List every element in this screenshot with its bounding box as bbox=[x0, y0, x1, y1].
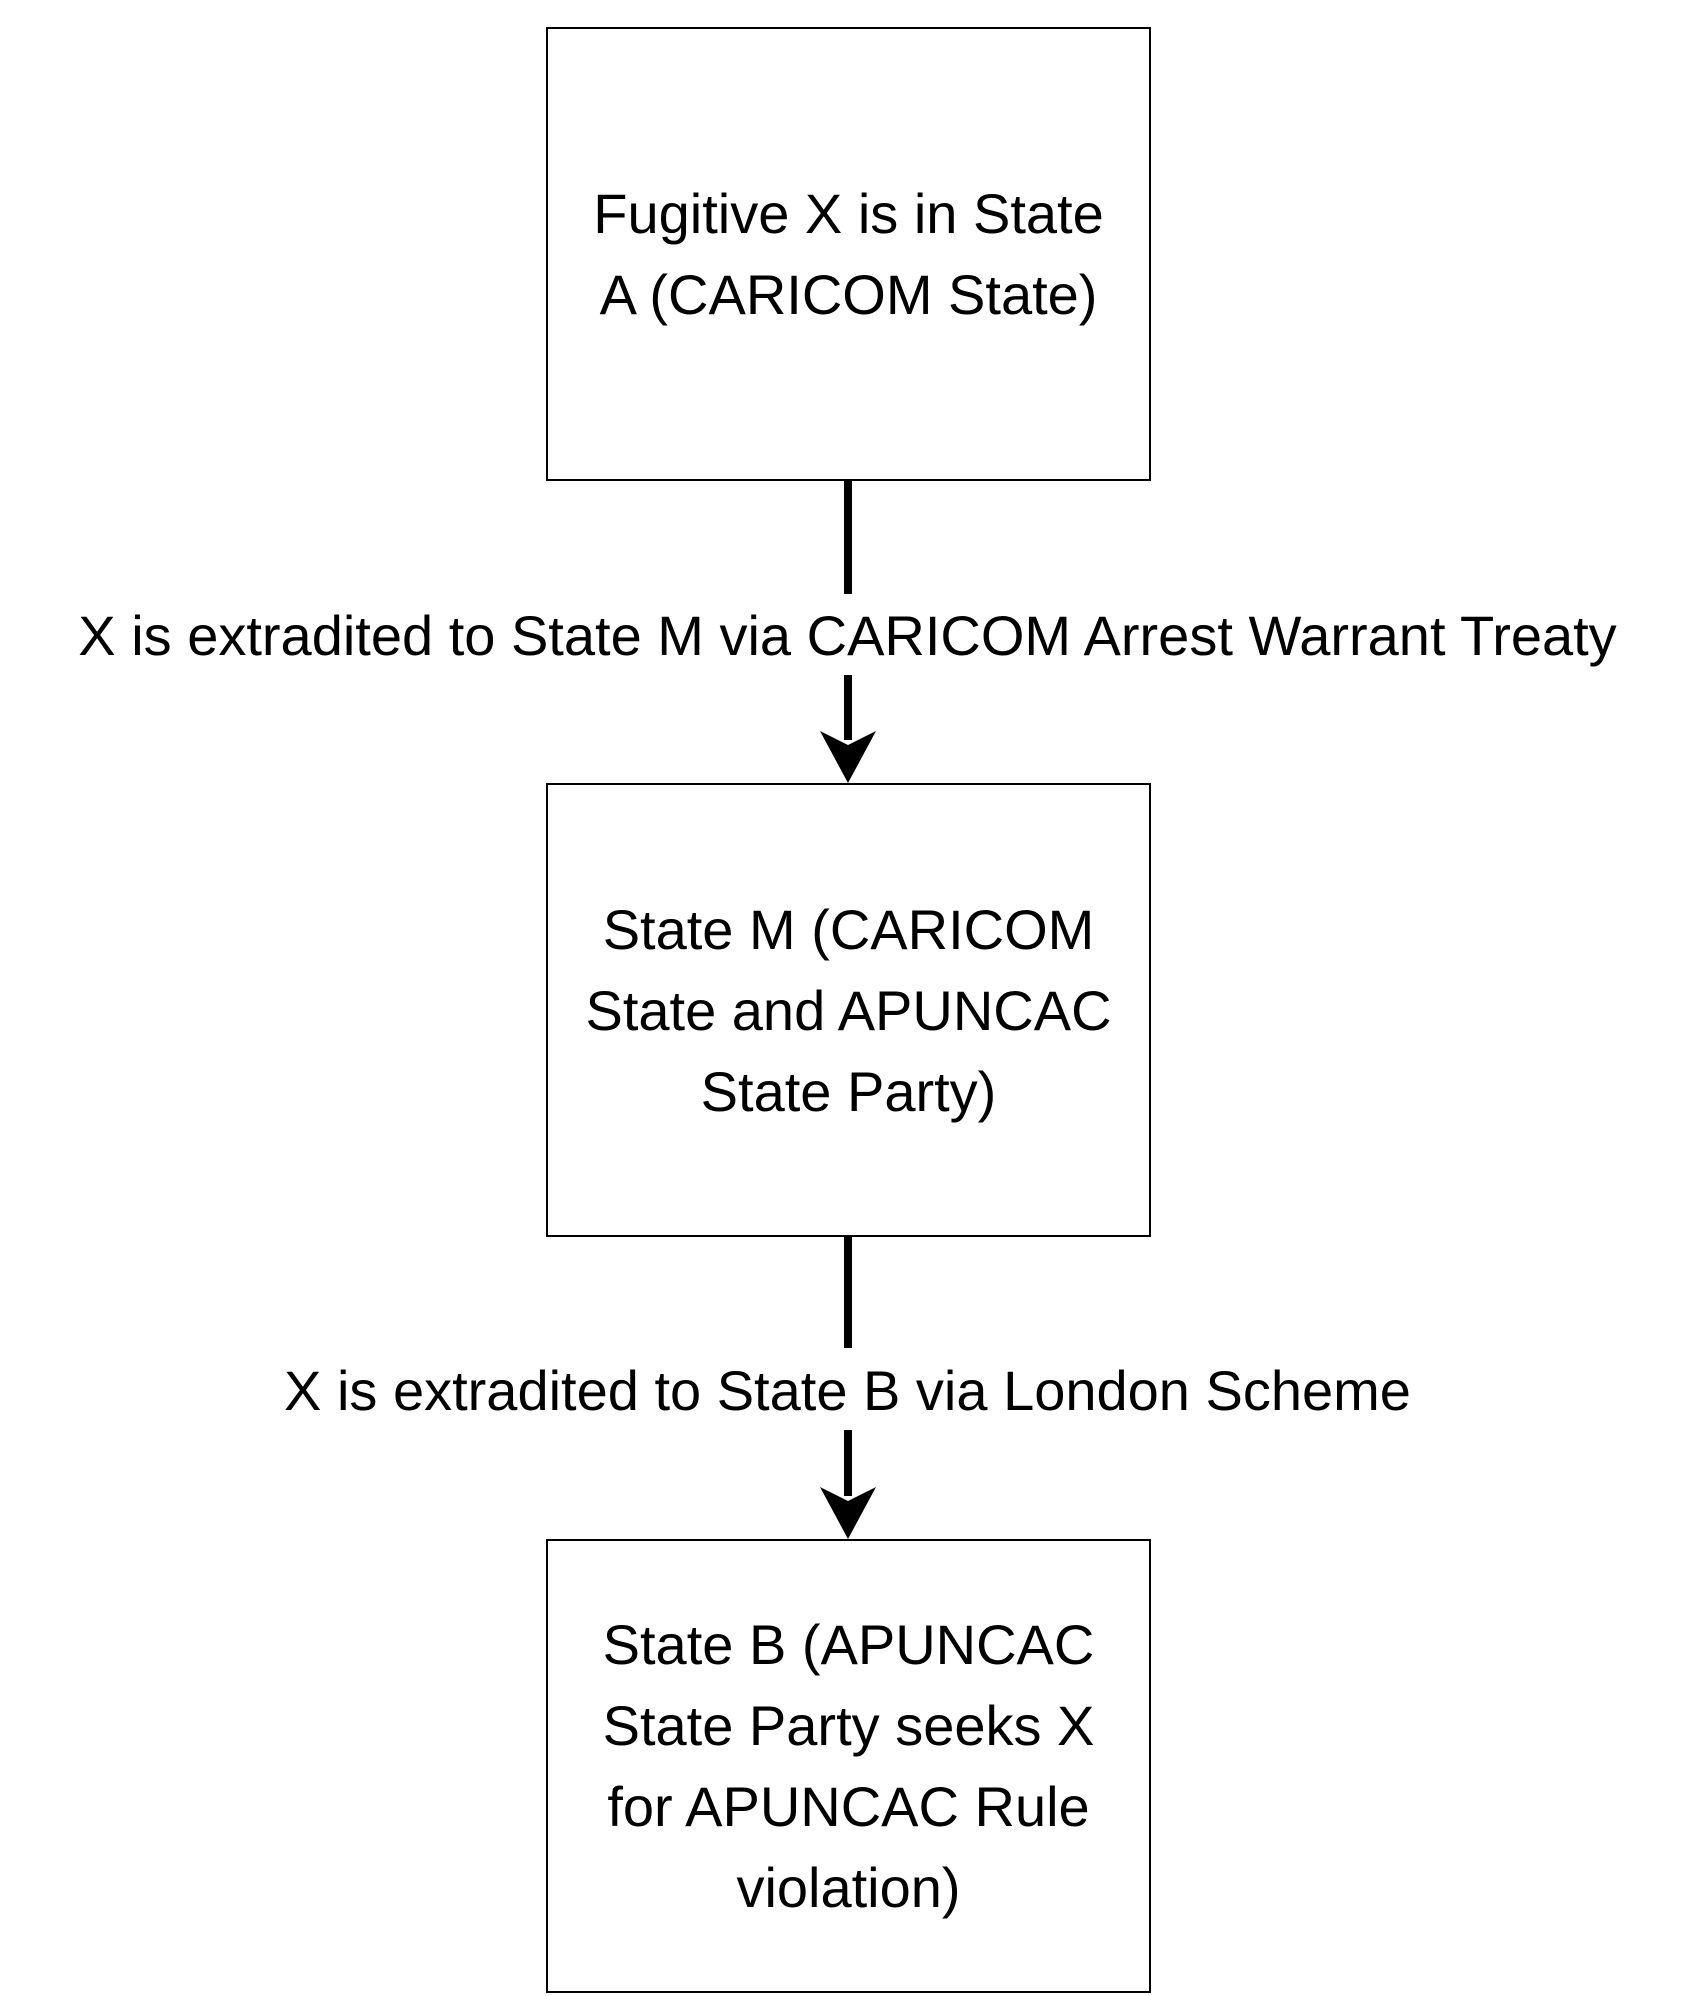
node-state-b-line: for APUNCAC Rule bbox=[607, 1775, 1090, 1838]
node-state-m-line: State and APUNCAC bbox=[585, 978, 1112, 1042]
edge-label-m-to-b: X is extradited to State B via London Sc… bbox=[284, 1359, 1411, 1422]
node-state-m-line: State Party) bbox=[700, 1059, 997, 1123]
node-state-a: Fugitive X is in State A (CARICOM State) bbox=[546, 27, 1151, 481]
edge-label-a-to-m: X is extradited to State M via CARICOM A… bbox=[78, 604, 1617, 667]
node-state-b-line: violation) bbox=[736, 1856, 961, 1919]
node-state-b-line: State Party seeks X bbox=[602, 1694, 1095, 1757]
arrowhead-a-to-m bbox=[820, 731, 876, 783]
node-state-a-line: A (CARICOM State) bbox=[599, 263, 1098, 326]
node-state-m-line: State M (CARICOM bbox=[602, 897, 1095, 961]
node-state-a-text: Fugitive X is in State A (CARICOM State) bbox=[569, 173, 1129, 335]
node-state-b: State B (APUNCAC State Party seeks X for… bbox=[546, 1539, 1151, 1993]
node-state-b-line: State B (APUNCAC bbox=[602, 1613, 1095, 1676]
node-state-b-text: State B (APUNCAC State Party seeks X for… bbox=[569, 1604, 1129, 1928]
arrowhead-m-to-b bbox=[820, 1487, 876, 1539]
node-state-a-line: Fugitive X is in State bbox=[593, 182, 1104, 245]
node-state-m-text: State M (CARICOM State and APUNCAC State… bbox=[569, 889, 1129, 1132]
node-state-m: State M (CARICOM State and APUNCAC State… bbox=[546, 783, 1151, 1237]
